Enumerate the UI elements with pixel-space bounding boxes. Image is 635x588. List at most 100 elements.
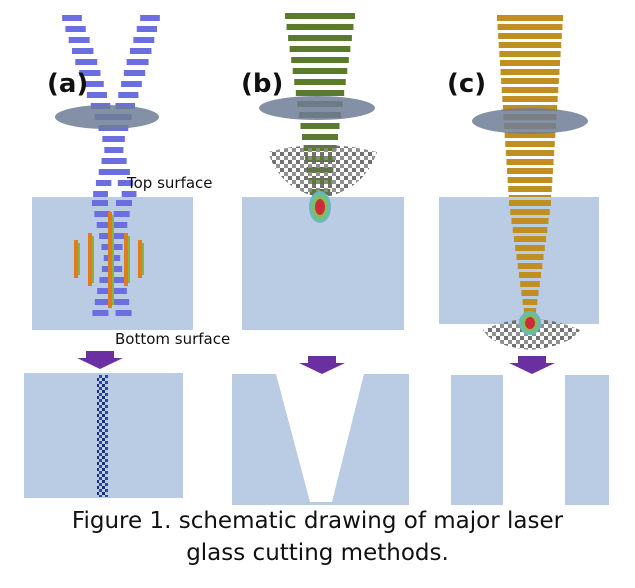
beam-a-dash <box>86 92 108 98</box>
figure-caption: Figure 1. schematic drawing of major las… <box>0 505 635 569</box>
beam-c-dash <box>506 159 554 165</box>
beam-a-dash <box>110 288 127 294</box>
beam-b-dash <box>291 57 349 63</box>
filament <box>128 236 130 283</box>
panel-label-a: (a) <box>47 69 88 99</box>
beam-a-dash <box>75 59 98 65</box>
filament <box>142 243 144 275</box>
filaments-a <box>74 212 144 308</box>
beam-a-dash <box>97 288 114 294</box>
beam-a-dash <box>83 81 104 87</box>
glass-result-c-right <box>565 375 609 505</box>
plasma-b <box>309 191 331 223</box>
caption-line-1: Figure 1. schematic drawing of major las… <box>71 508 564 534</box>
beam-b-dash <box>294 79 346 85</box>
lens-c <box>472 108 588 134</box>
beam-c-dash <box>505 150 555 156</box>
plasma-c <box>519 311 541 335</box>
beam-a-dash <box>104 147 122 153</box>
beam-c-dash <box>501 87 559 93</box>
beam-a-dash <box>92 200 108 206</box>
beam-a-dash <box>96 222 113 228</box>
beam-a-dash <box>65 26 86 32</box>
beam-c-dash <box>522 299 538 305</box>
filament <box>78 243 80 275</box>
beam-c-dash <box>517 263 543 269</box>
glass-block-c <box>439 197 599 324</box>
beam-c-dash <box>513 236 547 242</box>
beam-c-dash <box>507 177 553 183</box>
beam-a-dash <box>62 15 82 21</box>
beam-a-dash <box>98 169 115 175</box>
filament <box>112 215 114 305</box>
beam-a-dash <box>79 70 101 76</box>
down-arrow-c <box>509 356 555 374</box>
beam-a-dash <box>115 310 132 316</box>
beam-c-dash <box>504 132 556 138</box>
beam-c-dash <box>499 60 561 66</box>
top-surface-label: Top surface <box>126 174 213 192</box>
beam-b-dash <box>288 35 352 41</box>
beam-a-dash <box>92 310 109 316</box>
panel-a <box>24 15 193 498</box>
lens-a <box>55 105 159 129</box>
beam-a-dash <box>71 48 94 54</box>
crack-line-a <box>97 375 108 497</box>
beam-a-dash <box>133 37 155 43</box>
filament <box>108 212 112 308</box>
beam-a-dash <box>121 81 142 87</box>
beam-c-dash <box>511 218 549 224</box>
beam-a-dash <box>121 191 137 197</box>
glass-result-b <box>232 374 409 505</box>
beam-a-dash <box>108 277 125 283</box>
beam-a-dash <box>116 200 132 206</box>
beam-c-dash <box>497 24 563 30</box>
beam-c-dash <box>518 272 542 278</box>
beam-a-dash <box>99 233 116 239</box>
beam-c-dash <box>501 78 559 84</box>
beam-c-dash <box>505 141 555 147</box>
beam-c-dash <box>512 227 548 233</box>
beam-a-dash <box>113 299 130 305</box>
panel-label-b: (b) <box>241 69 283 99</box>
beam-a-dash <box>123 70 146 76</box>
beam-a-dash <box>106 266 123 272</box>
beam-b-dash <box>300 123 340 129</box>
beam-a-dash <box>117 180 134 186</box>
beam-c-dash <box>508 186 552 192</box>
beam-a-dash <box>110 158 127 164</box>
beam-c-dash <box>521 290 539 296</box>
down-arrow-a <box>77 351 123 369</box>
beam-c-dash <box>510 209 550 215</box>
filament <box>74 240 78 278</box>
beam-a-dash <box>94 299 111 305</box>
beam-c-dash <box>515 245 545 251</box>
beam-a-dash <box>108 233 125 239</box>
beam-a-dash <box>113 211 130 217</box>
panel-label-c: (c) <box>447 69 486 99</box>
beam-a-dash <box>93 191 108 197</box>
beam-c-dash <box>502 96 558 102</box>
beam-b-dash <box>285 13 355 19</box>
beam-c-dash <box>497 15 563 21</box>
beam-c-dash <box>509 200 551 206</box>
beam-a-dash <box>111 222 128 228</box>
beam-a-dash <box>118 92 139 98</box>
beam-c-dash <box>498 33 562 39</box>
beam-b-dash <box>286 24 354 30</box>
beam-a-dash <box>126 59 149 65</box>
beam-c-dash <box>520 281 540 287</box>
beam-c-dash <box>516 254 544 260</box>
beam-b-dash <box>289 46 351 52</box>
beam-a-dash <box>101 158 119 164</box>
beam-c-dash <box>499 51 561 57</box>
beam-a-dash <box>95 180 112 186</box>
panel-b <box>232 13 409 505</box>
beam-a-dash <box>129 48 152 54</box>
down-arrow-b <box>299 356 345 374</box>
caption-line-2: glass cutting methods. <box>186 540 449 566</box>
beam-a-dash <box>107 136 125 142</box>
beam-c-dash <box>500 69 560 75</box>
beam-a-dash <box>140 15 160 21</box>
